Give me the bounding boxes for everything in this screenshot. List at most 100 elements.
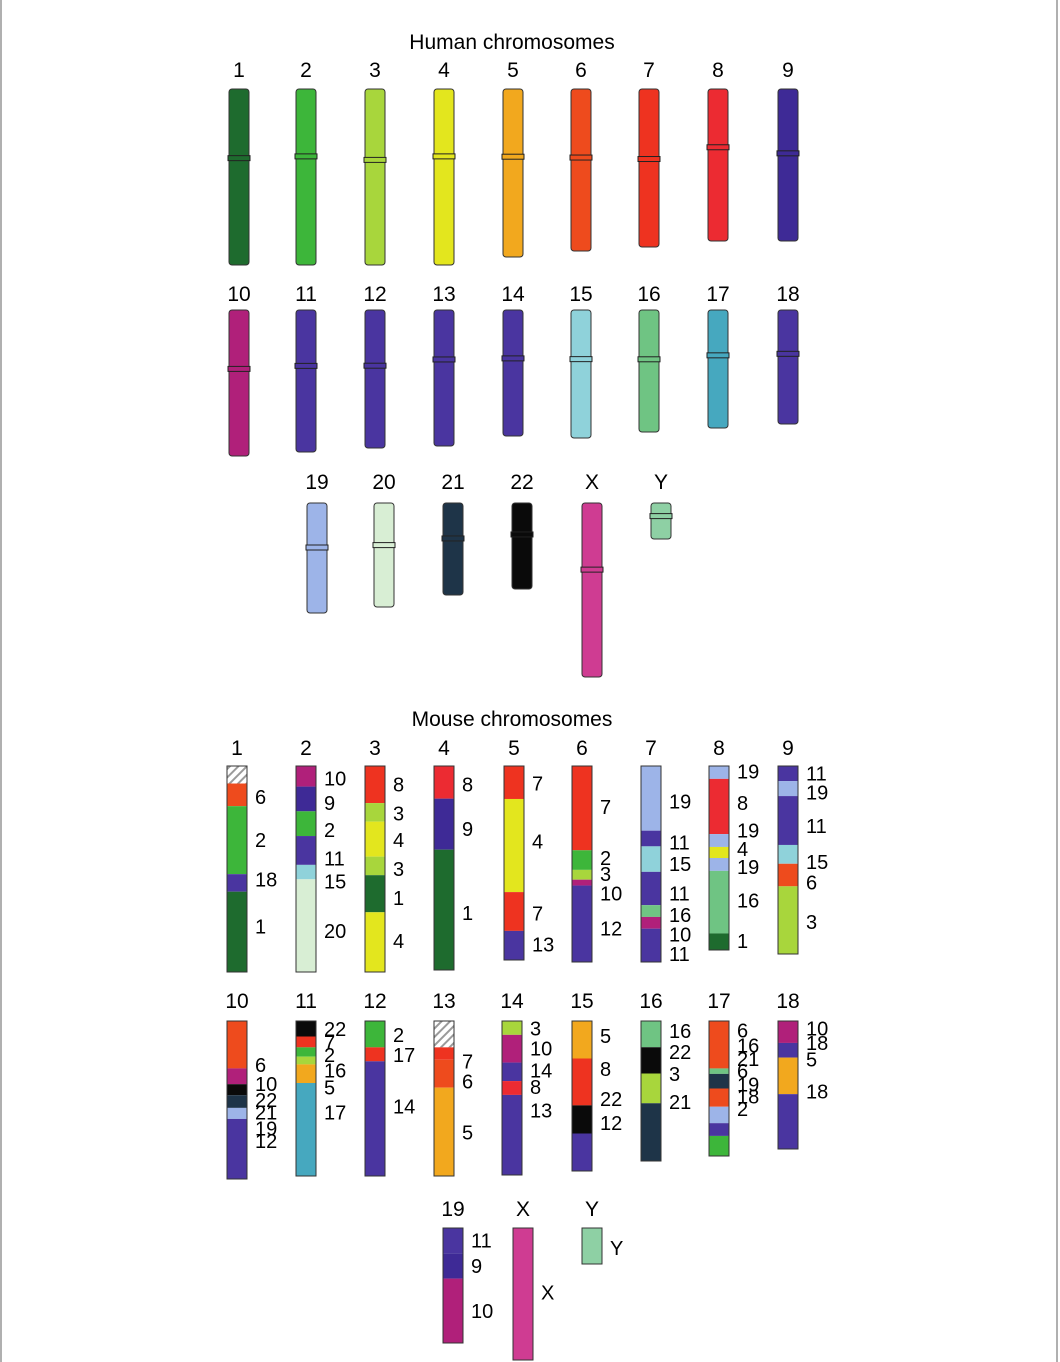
homology-segment: [434, 850, 454, 970]
homology-segment: [502, 1035, 522, 1063]
homology-label: 8: [462, 774, 473, 796]
homology-segment: [641, 905, 661, 917]
human-chromosome-13: 13: [432, 283, 455, 446]
homology-segment: [365, 822, 385, 857]
homology-segment: [778, 1058, 798, 1095]
homology-segment: [572, 1059, 592, 1106]
chromosome-body: [503, 310, 523, 436]
homology-segment: [641, 831, 661, 847]
homology-segment: [443, 1228, 463, 1253]
mouse-chromosome-label: 8: [713, 737, 725, 760]
homology-label: 3: [669, 1064, 680, 1086]
homology-label: 15: [324, 871, 346, 893]
homology-label: 16: [737, 890, 759, 912]
mouse-chromosome-label: 1: [231, 737, 243, 760]
human-chromosome-12: 12: [363, 283, 386, 448]
homology-segment: [709, 858, 729, 871]
homology-label: 11: [324, 849, 345, 871]
homology-segment: [709, 871, 729, 934]
mouse-chromosome-label: 9: [782, 737, 794, 760]
homology-label: 12: [600, 919, 622, 941]
centromere: [777, 351, 799, 356]
mouse-chromosome-15: 15582212: [570, 990, 622, 1171]
human-chromosome-label: 11: [295, 283, 317, 306]
human-chromosomes: 12345678910111213141516171819202122XY: [227, 59, 799, 677]
homology-segment: [572, 1134, 592, 1172]
centromere: [433, 357, 455, 362]
mouse-chromosomes: 1621812109211152038343144891574713672310…: [225, 737, 828, 1360]
centromere: [502, 356, 524, 361]
homology-segment: [443, 1279, 463, 1343]
homology-segment: [365, 766, 385, 803]
human-section-title: Human chromosomes: [409, 31, 614, 54]
homology-label: 3: [806, 912, 817, 934]
chromosome-body: [434, 89, 454, 265]
homology-label: 21: [669, 1092, 691, 1114]
centromere: [306, 545, 328, 550]
chromosome-body: [296, 89, 316, 265]
mouse-chromosome-label: 10: [225, 990, 248, 1013]
human-chromosome-y: Y: [650, 471, 672, 539]
homology-segment: [365, 875, 385, 912]
homology-segment: [709, 1074, 729, 1089]
human-chromosome-8: 8: [707, 59, 729, 241]
homology-segment: [641, 1021, 661, 1047]
homology-label: 5: [462, 1123, 473, 1145]
mouse-chromosome-16: 161622321: [639, 990, 691, 1161]
homology-segment: [227, 1108, 247, 1119]
homology-segment: [504, 799, 524, 892]
homology-segment: [778, 1043, 798, 1058]
human-chromosome-10: 10: [227, 283, 250, 456]
human-chromosome-label: 14: [501, 283, 525, 306]
homology-segment: [227, 806, 247, 874]
homology-segment: [778, 864, 798, 887]
homology-segment: [227, 1021, 247, 1068]
homology-label: 9: [462, 819, 473, 841]
homology-segment: [641, 917, 661, 929]
centromere: [364, 363, 386, 368]
human-chromosome-label: 6: [575, 59, 587, 82]
homology-segment: [227, 1119, 247, 1179]
homology-label: 9: [471, 1256, 482, 1278]
homology-label: 11: [669, 832, 690, 854]
homology-segment: [572, 886, 592, 962]
human-chromosome-label: 2: [300, 59, 312, 82]
mouse-chromosome-4: 4891: [434, 737, 473, 970]
centromere: [638, 157, 660, 162]
centromere: [570, 357, 592, 362]
homology-segment: [709, 1123, 729, 1136]
human-chromosome-label: 1: [233, 59, 245, 82]
homology-label: 13: [532, 934, 554, 956]
homology-segment: [572, 870, 592, 880]
mouse-chromosome-label: 18: [776, 990, 799, 1013]
mouse-chromosome-7: 719111511161011: [641, 737, 691, 966]
homology-segment: [227, 1068, 247, 1084]
chromosome-body: [365, 89, 385, 265]
homology-label: 19: [669, 791, 691, 813]
homology-segment: [778, 886, 798, 954]
homology-label: 11: [669, 883, 690, 905]
homology-segment: [296, 811, 316, 836]
homology-segment: [296, 865, 316, 879]
centromere: [570, 155, 592, 160]
mouse-chromosome-label: 7: [645, 737, 657, 760]
human-chromosome-label: 17: [706, 283, 729, 306]
homology-segment: [296, 766, 316, 787]
human-chromosome-label: 13: [432, 283, 455, 306]
chromosome-body: [708, 310, 728, 428]
homology-segment: [227, 892, 247, 972]
homology-label: 6: [255, 787, 266, 809]
homology-label: 20: [324, 921, 346, 943]
homology-segment: [778, 845, 798, 864]
human-chromosome-14: 14: [501, 283, 525, 436]
homology-label: 22: [669, 1042, 691, 1064]
homology-segment: [365, 912, 385, 972]
human-chromosome-label: 7: [643, 59, 655, 82]
homology-segment: [434, 766, 454, 799]
mouse-chromosome-12: 1221714: [363, 990, 415, 1176]
homology-label: 8: [600, 1059, 611, 1081]
homology-segment: [709, 1107, 729, 1123]
homology-segment: [227, 874, 247, 892]
